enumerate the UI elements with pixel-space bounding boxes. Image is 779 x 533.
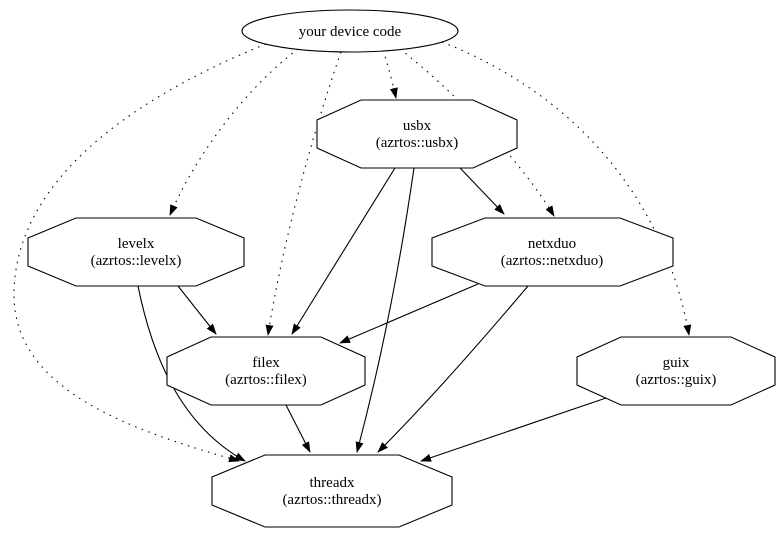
edge-netxduo-filex (339, 283, 479, 344)
node-device-code-shape (241, 9, 459, 53)
edge-levelx-filex (177, 285, 217, 335)
node-netxduo-sublabel: (azrtos::netxduo) (501, 253, 603, 269)
node-guix-sublabel: (azrtos::guix) (636, 372, 717, 388)
node-filex-shape (166, 336, 366, 406)
node-usbx-label: usbx (403, 118, 432, 134)
node-guix-label: guix (663, 355, 690, 371)
node-levelx-shape (27, 217, 245, 287)
edge-device-code-levelx (169, 48, 299, 216)
node-device-code: your device code (241, 9, 459, 53)
edge-device-code-filex (265, 51, 342, 336)
node-guix-shape (576, 336, 776, 406)
edge-usbx-threadx (355, 167, 415, 453)
node-netxduo-shape (431, 217, 674, 287)
edge-netxduo-threadx (377, 285, 529, 453)
node-netxduo-label: netxduo (528, 236, 576, 252)
node-threadx: threadx (azrtos::threadx) (211, 454, 453, 528)
node-threadx-sublabel: (azrtos::threadx) (282, 492, 381, 508)
node-device-code-label: your device code (299, 24, 402, 40)
node-usbx-shape (316, 99, 518, 169)
edge-device-code-usbx (382, 49, 398, 99)
node-levelx: levelx (azrtos::levelx) (27, 217, 245, 287)
node-guix: guix (azrtos::guix) (576, 336, 776, 406)
edge-guix-threadx (420, 397, 607, 462)
edge-filex-threadx (285, 404, 311, 453)
node-usbx: usbx (azrtos::usbx) (316, 99, 518, 169)
edge-device-code-netxduo (399, 48, 555, 217)
node-threadx-shape (211, 454, 453, 528)
node-levelx-label: levelx (118, 236, 155, 252)
node-netxduo: netxduo (azrtos::netxduo) (431, 217, 674, 287)
node-levelx-sublabel: (azrtos::levelx) (91, 253, 182, 269)
node-filex: filex (azrtos::filex) (166, 336, 366, 406)
node-usbx-sublabel: (azrtos::usbx) (376, 135, 458, 151)
node-filex-label: filex (252, 355, 280, 371)
node-filex-sublabel: (azrtos::filex) (225, 372, 307, 388)
node-threadx-label: threadx (310, 475, 355, 491)
edge-usbx-netxduo (459, 167, 505, 215)
edge-usbx-filex (291, 167, 396, 335)
